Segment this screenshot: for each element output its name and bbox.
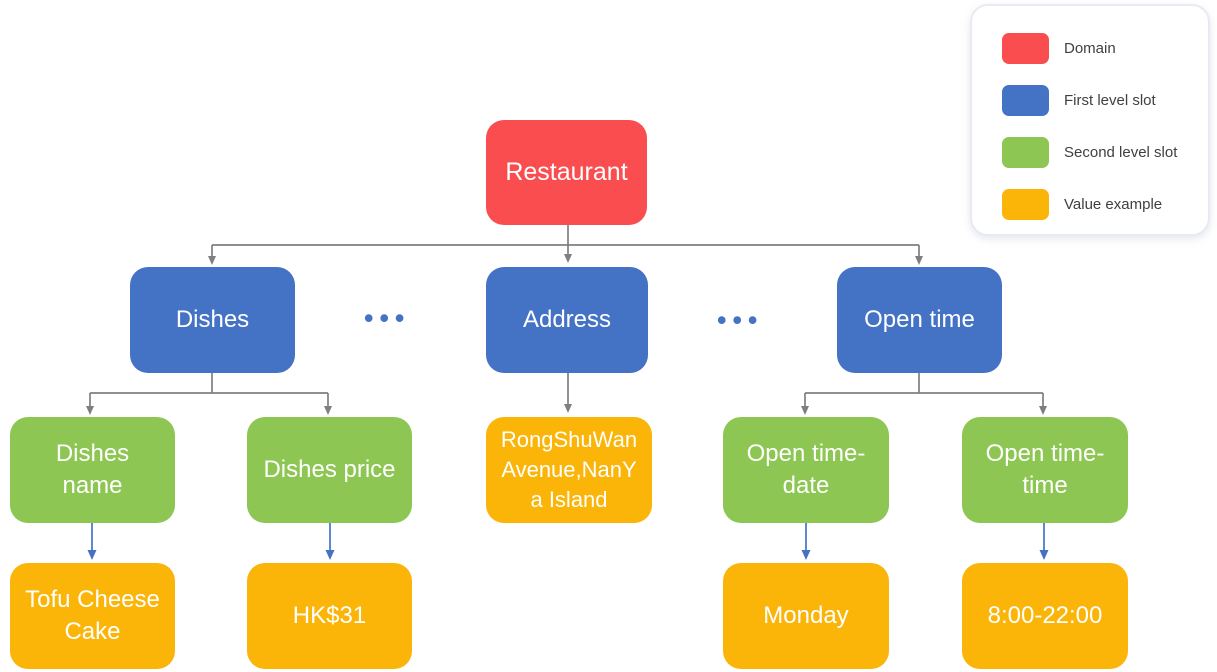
node-dishes-price-value: HK$31	[247, 563, 412, 669]
node-dishes-price: Dishes price	[247, 417, 412, 523]
legend-row-domain: Domain	[1002, 33, 1208, 64]
node-address-value: RongShuWan Avenue,NanY a Island	[486, 417, 652, 523]
legend-swatch-value	[1002, 189, 1049, 220]
node-dishes-name-value: Tofu Cheese Cake	[10, 563, 175, 669]
legend-label-domain: Domain	[1064, 40, 1116, 57]
node-dishes: Dishes	[130, 267, 295, 373]
node-open-time-time-value: 8:00-22:00	[962, 563, 1128, 669]
legend-swatch-domain	[1002, 33, 1049, 64]
node-open-time-date-value: Monday	[723, 563, 889, 669]
legend: Domain First level slot Second level slo…	[970, 4, 1210, 236]
legend-swatch-second-level	[1002, 137, 1049, 168]
node-dishes-name: Dishes name	[10, 417, 175, 523]
node-open-time: Open time	[837, 267, 1002, 373]
ellipsis-dots-right: •••	[717, 305, 764, 335]
legend-row-first-level: First level slot	[1002, 85, 1208, 116]
legend-row-value: Value example	[1002, 189, 1208, 220]
legend-row-second-level: Second level slot	[1002, 137, 1208, 168]
legend-label-second-level: Second level slot	[1064, 144, 1178, 161]
ellipsis-dots-left: •••	[364, 303, 411, 333]
node-restaurant: Restaurant	[486, 120, 647, 225]
legend-swatch-first-level	[1002, 85, 1049, 116]
node-open-time-time: Open time- time	[962, 417, 1128, 523]
legend-label-value: Value example	[1064, 196, 1163, 213]
node-address: Address	[486, 267, 648, 373]
node-open-time-date: Open time- date	[723, 417, 889, 523]
legend-label-first-level: First level slot	[1064, 92, 1156, 109]
